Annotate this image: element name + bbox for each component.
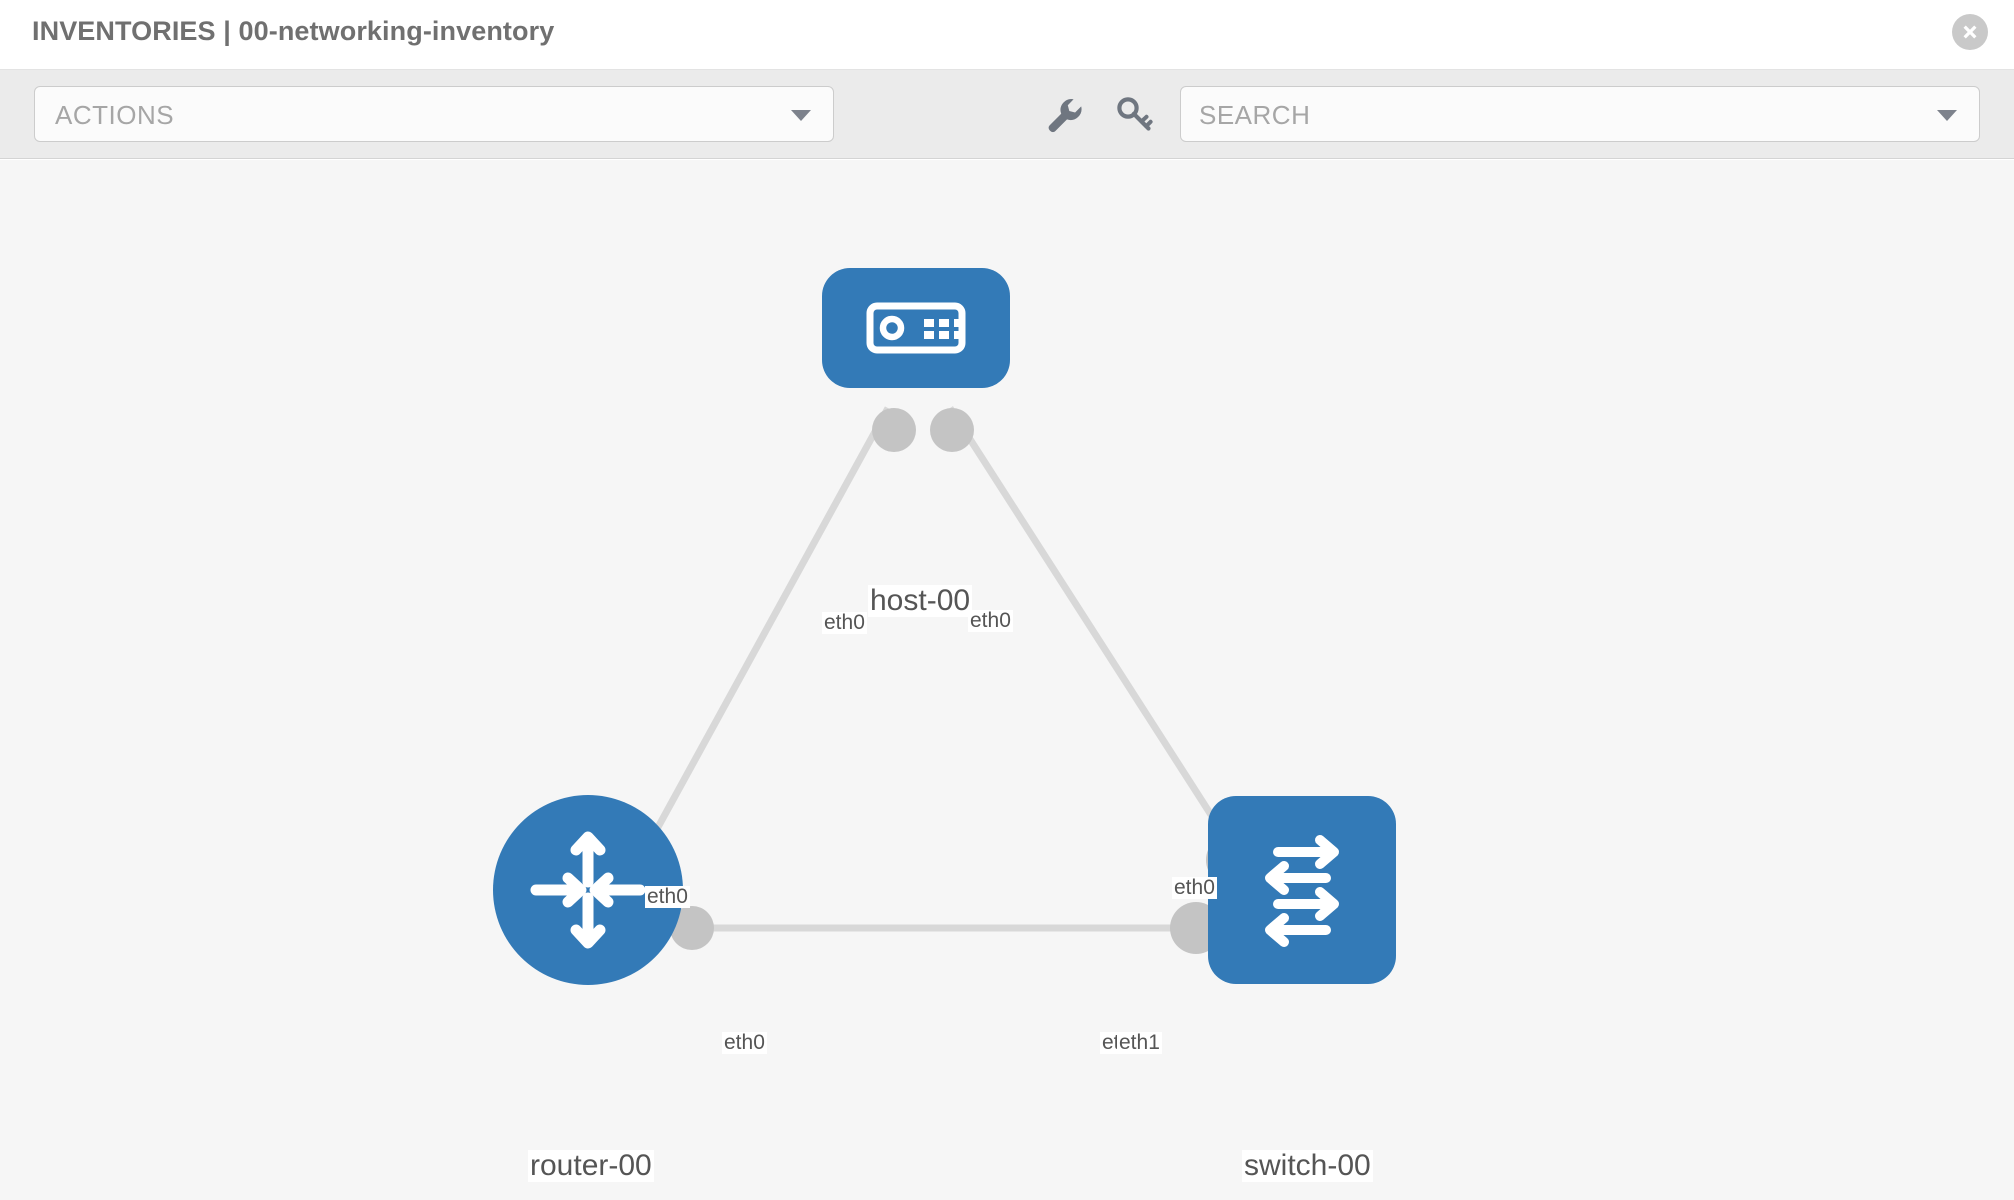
page-header: INVENTORIES | 00-networking-inventory xyxy=(0,0,2014,70)
port-label-host-left: eth0 xyxy=(822,611,867,635)
page-title: INVENTORIES | 00-networking-inventory xyxy=(32,16,555,46)
endpoint-host-right xyxy=(930,408,974,452)
node-router-00 xyxy=(493,795,683,985)
node-label-host: host-00 xyxy=(868,584,973,617)
endpoint-router-east xyxy=(670,906,714,950)
port-label-switch-eth1: eth1 xyxy=(1117,1031,1162,1055)
search-placeholder: SEARCH xyxy=(1199,100,1311,130)
topology-canvas[interactable]: eth0 eth0 host-00 eth0 eth0 eth0 eth0 et… xyxy=(0,160,2014,1200)
topology-graph xyxy=(493,268,1396,985)
topology-endpoints xyxy=(670,408,1258,954)
actions-dropdown[interactable]: ACTIONS xyxy=(34,86,834,142)
node-label-router: router-00 xyxy=(528,1149,654,1182)
port-label-router-uplink: eth0 xyxy=(645,885,690,909)
topology-links xyxy=(636,406,1248,932)
node-switch-00 xyxy=(1208,796,1396,984)
node-label-switch: switch-00 xyxy=(1242,1149,1373,1182)
chevron-down-icon xyxy=(791,110,811,121)
node-host-00 xyxy=(822,268,1010,388)
close-icon[interactable] xyxy=(1952,14,1988,50)
link-host-switch xyxy=(947,406,1243,862)
link-host-router xyxy=(636,406,892,862)
port-label-host-right: eth0 xyxy=(968,609,1013,633)
port-label-switch-uplink: eth0 xyxy=(1172,876,1217,900)
key-icon[interactable] xyxy=(1110,90,1158,138)
endpoint-host-left xyxy=(872,408,916,452)
wrench-icon[interactable] xyxy=(1040,90,1088,138)
actions-dropdown-label: ACTIONS xyxy=(55,100,175,130)
port-label-router-eth0: eth0 xyxy=(722,1031,767,1055)
search-input[interactable]: SEARCH xyxy=(1180,86,1980,142)
toolbar: ACTIONS SEARCH xyxy=(0,70,2014,159)
chevron-down-icon xyxy=(1937,110,1957,121)
